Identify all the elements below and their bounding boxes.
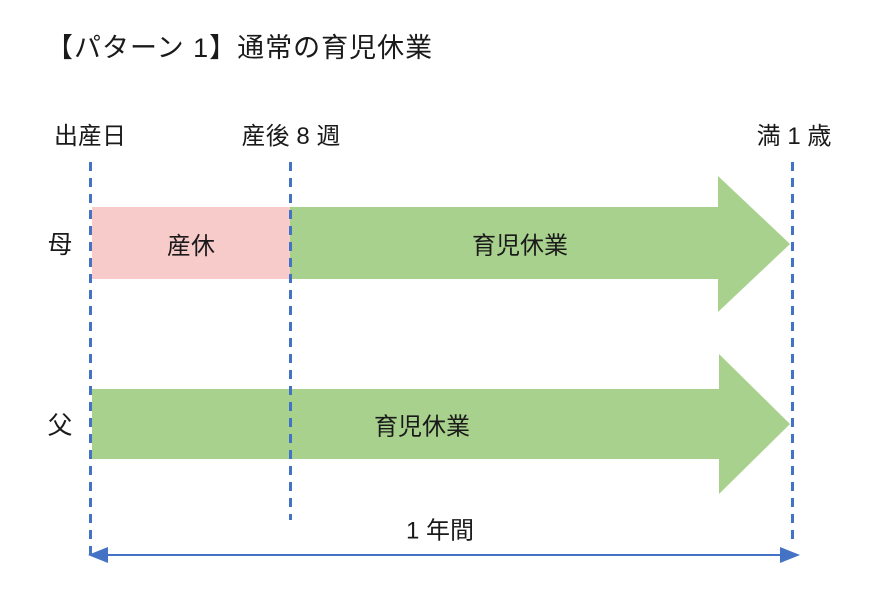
dashed-line-8-weeks <box>289 162 292 520</box>
mother-childcare-leave-label: 育児休業 <box>472 232 568 260</box>
father-row-label: 父 <box>47 412 73 440</box>
page-title: 【パターン 1】通常の育児休業 <box>46 33 434 63</box>
duration-arrow-line <box>105 554 782 556</box>
father-childcare-arrow-body <box>92 389 719 459</box>
duration-label: 1 年間 <box>405 517 475 545</box>
duration-arrow-right-head <box>780 547 800 563</box>
maternity-leave-box: 産休 <box>92 207 290 279</box>
marker-label-age-one: 満 1 歳 <box>756 123 832 150</box>
mother-childcare-arrow-head <box>718 176 790 312</box>
duration-arrow-left-head <box>88 547 108 563</box>
dashed-line-birth-date <box>89 162 92 560</box>
maternity-leave-label: 産休 <box>167 232 215 260</box>
father-childcare-arrow-head <box>719 354 790 494</box>
father-childcare-leave-label: 育児休業 <box>374 413 470 441</box>
mother-childcare-arrow-body <box>290 207 718 279</box>
marker-label-8-weeks-postpartum: 産後 8 週 <box>241 123 341 150</box>
dashed-line-age-one <box>791 162 794 545</box>
mother-row-label: 母 <box>47 231 73 259</box>
marker-label-birth-date: 出産日 <box>54 123 126 150</box>
